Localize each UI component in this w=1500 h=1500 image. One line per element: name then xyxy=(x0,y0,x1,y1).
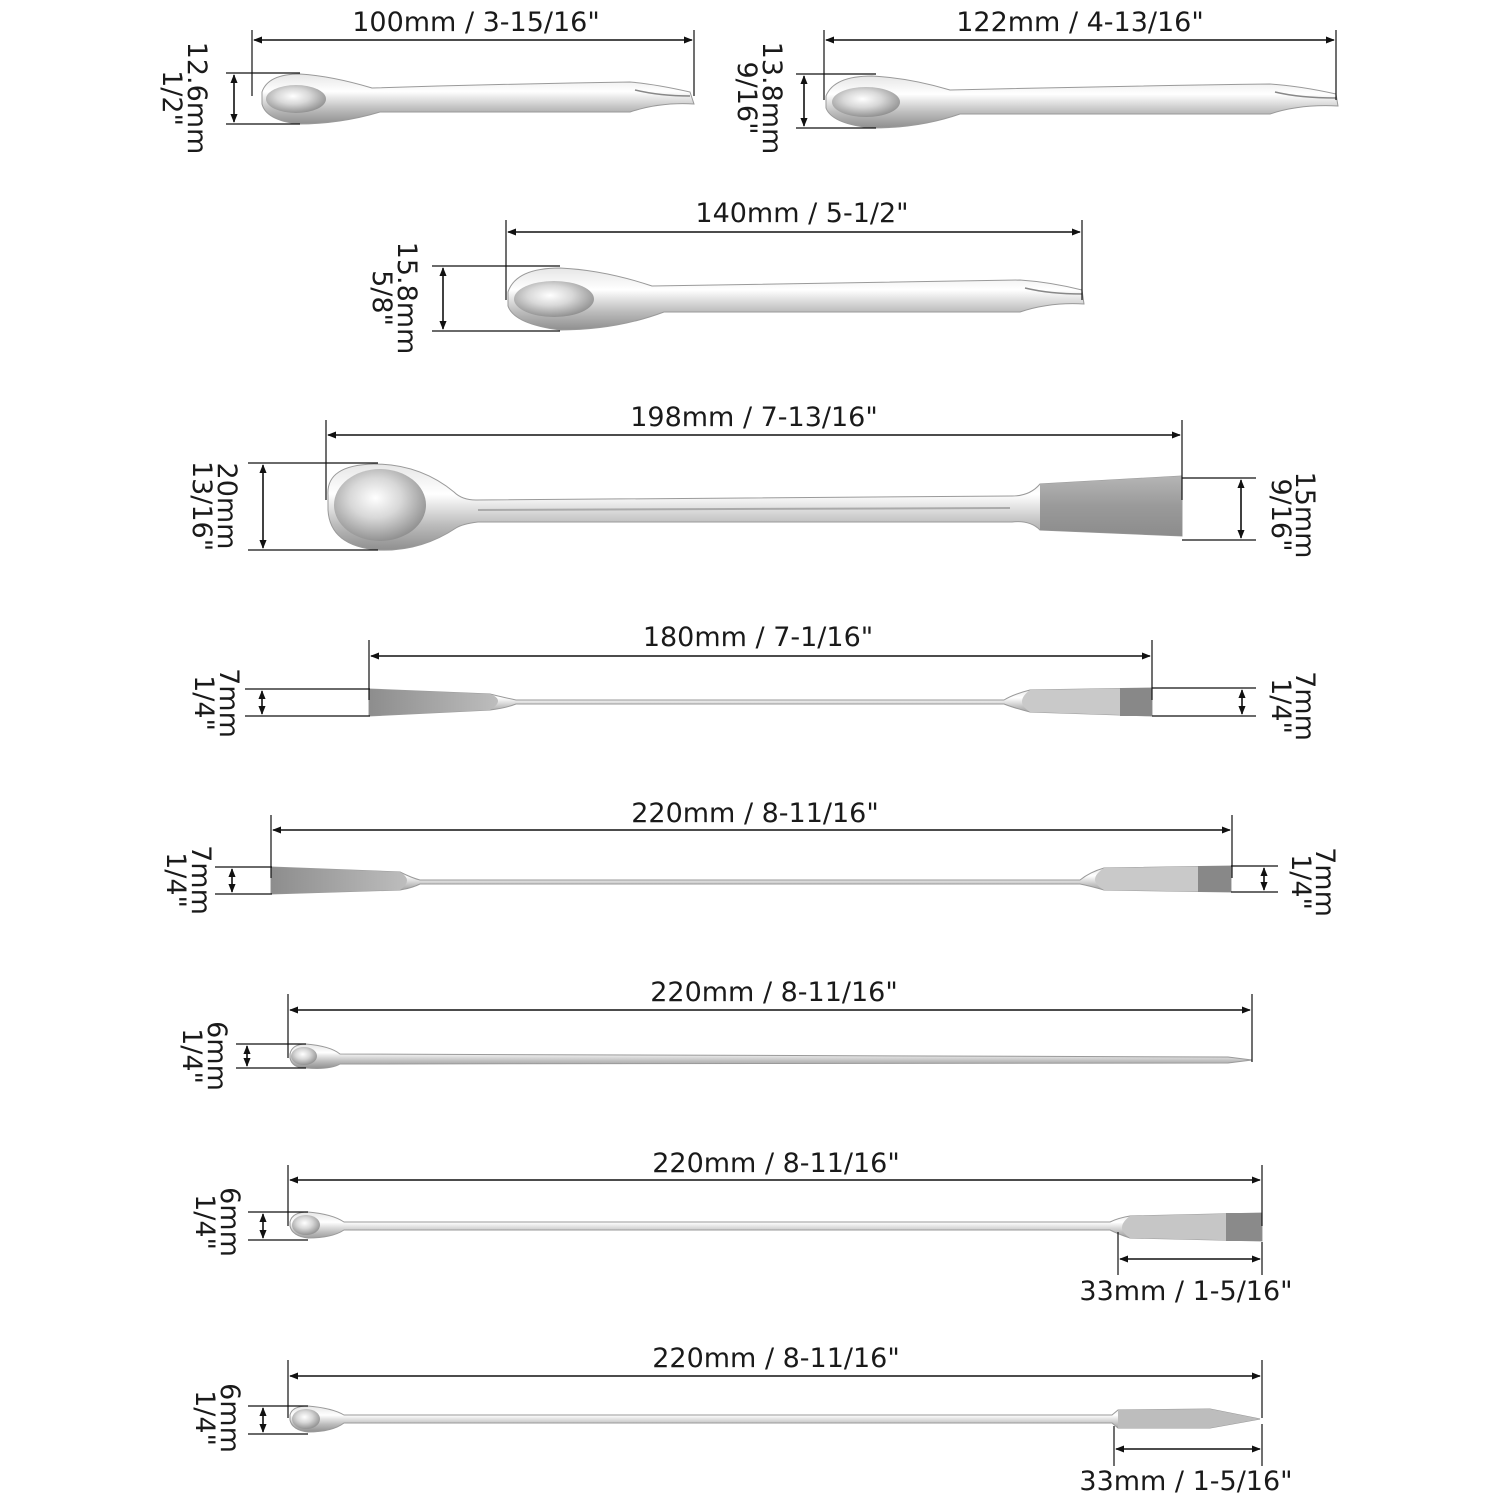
tool-9: 220mm / 8-11/16" 6mm 1/4" 33mm / 1-5/16" xyxy=(189,1343,1293,1497)
tool-8-length-label: 220mm / 8-11/16" xyxy=(652,1148,900,1179)
tool-1: 100mm / 3-15/16" 12.6mm 1/2" xyxy=(156,7,695,155)
tool-7-width-in: 1/4" xyxy=(176,1028,207,1084)
tool-2-length-label: 122mm / 4-13/16" xyxy=(956,7,1204,38)
tool-7-width-mm: 6mm xyxy=(201,1021,232,1091)
tool-7-drawing xyxy=(289,1043,1253,1069)
tool-5-drawing xyxy=(368,687,1153,717)
tool-1-width-in: 1/2" xyxy=(156,70,187,126)
tool-2-drawing xyxy=(825,75,1339,129)
tool-4-length-label: 198mm / 7-13/16" xyxy=(630,402,878,433)
tool-2: 122mm / 4-13/16" 13.8mm 9/16" xyxy=(731,7,1339,155)
tool-1-drawing xyxy=(261,73,695,125)
tool-6-width-mm: 7mm xyxy=(185,845,216,915)
tool-7-length-label: 220mm / 8-11/16" xyxy=(650,977,898,1008)
tool-9-blade-length-label: 33mm / 1-5/16" xyxy=(1079,1466,1292,1497)
tool-6-drawing xyxy=(270,865,1232,895)
tool-4-width-mm: 20mm xyxy=(211,463,242,550)
tool-1-width-mm: 12.6mm xyxy=(181,42,212,155)
tool-6-right-width-in: 1/4" xyxy=(1285,854,1316,910)
tool-3-width-in: 5/8" xyxy=(366,270,397,326)
tool-4-width-in: 13/16" xyxy=(186,461,217,551)
tool-5-width-mm: 7mm xyxy=(213,668,244,738)
tool-3-drawing xyxy=(507,267,1085,331)
tool-8-drawing xyxy=(289,1211,1263,1242)
tool-3: 140mm / 5-1/2" 15.8mm 5/8" xyxy=(366,198,1085,355)
tool-4-drawing xyxy=(327,463,1183,551)
tool-9-width-in: 1/4" xyxy=(189,1390,220,1446)
tool-1-length-label: 100mm / 3-15/16" xyxy=(352,7,600,38)
tool-5-right-width-mm: 7mm xyxy=(1289,671,1320,741)
tool-3-width-mm: 15.8mm xyxy=(391,242,422,355)
tool-8-width-mm: 6mm xyxy=(214,1187,245,1257)
tool-5-width-in: 1/4" xyxy=(188,675,219,731)
tool-2-width-mm: 13.8mm xyxy=(756,42,787,155)
tool-6-width-in: 1/4" xyxy=(160,852,191,908)
tool-5-length-label: 180mm / 7-1/16" xyxy=(643,622,873,653)
tool-7: 220mm / 8-11/16" 6mm 1/4" xyxy=(176,977,1253,1091)
tool-4-right-width-in: 9/16" xyxy=(1265,478,1296,551)
tool-4-right-width-mm: 15mm xyxy=(1289,472,1320,559)
tool-2-width-in: 9/16" xyxy=(731,61,762,134)
tool-8-blade-length-label: 33mm / 1-5/16" xyxy=(1079,1276,1292,1307)
tool-6-right-width-mm: 7mm xyxy=(1309,847,1340,917)
tool-8-width-in: 1/4" xyxy=(189,1194,220,1250)
tool-3-length-label: 140mm / 5-1/2" xyxy=(695,198,908,229)
tool-6-length-label: 220mm / 8-11/16" xyxy=(631,798,879,829)
tool-9-width-mm: 6mm xyxy=(214,1383,245,1453)
tool-8: 220mm / 8-11/16" 6mm 1/4" 33mm / 1-5/16" xyxy=(189,1148,1293,1307)
tool-6: 220mm / 8-11/16" 7mm 1/4" 7mm 1/4" xyxy=(160,798,1340,917)
tool-4: 198mm / 7-13/16" 20mm 13/16" 15mm 9/16" xyxy=(186,402,1320,558)
tool-5: 180mm / 7-1/16" 7mm 1/4" 7mm 1/4" xyxy=(188,622,1320,741)
tool-5-right-width-in: 1/4" xyxy=(1265,678,1296,734)
tool-9-length-label: 220mm / 8-11/16" xyxy=(652,1343,900,1374)
